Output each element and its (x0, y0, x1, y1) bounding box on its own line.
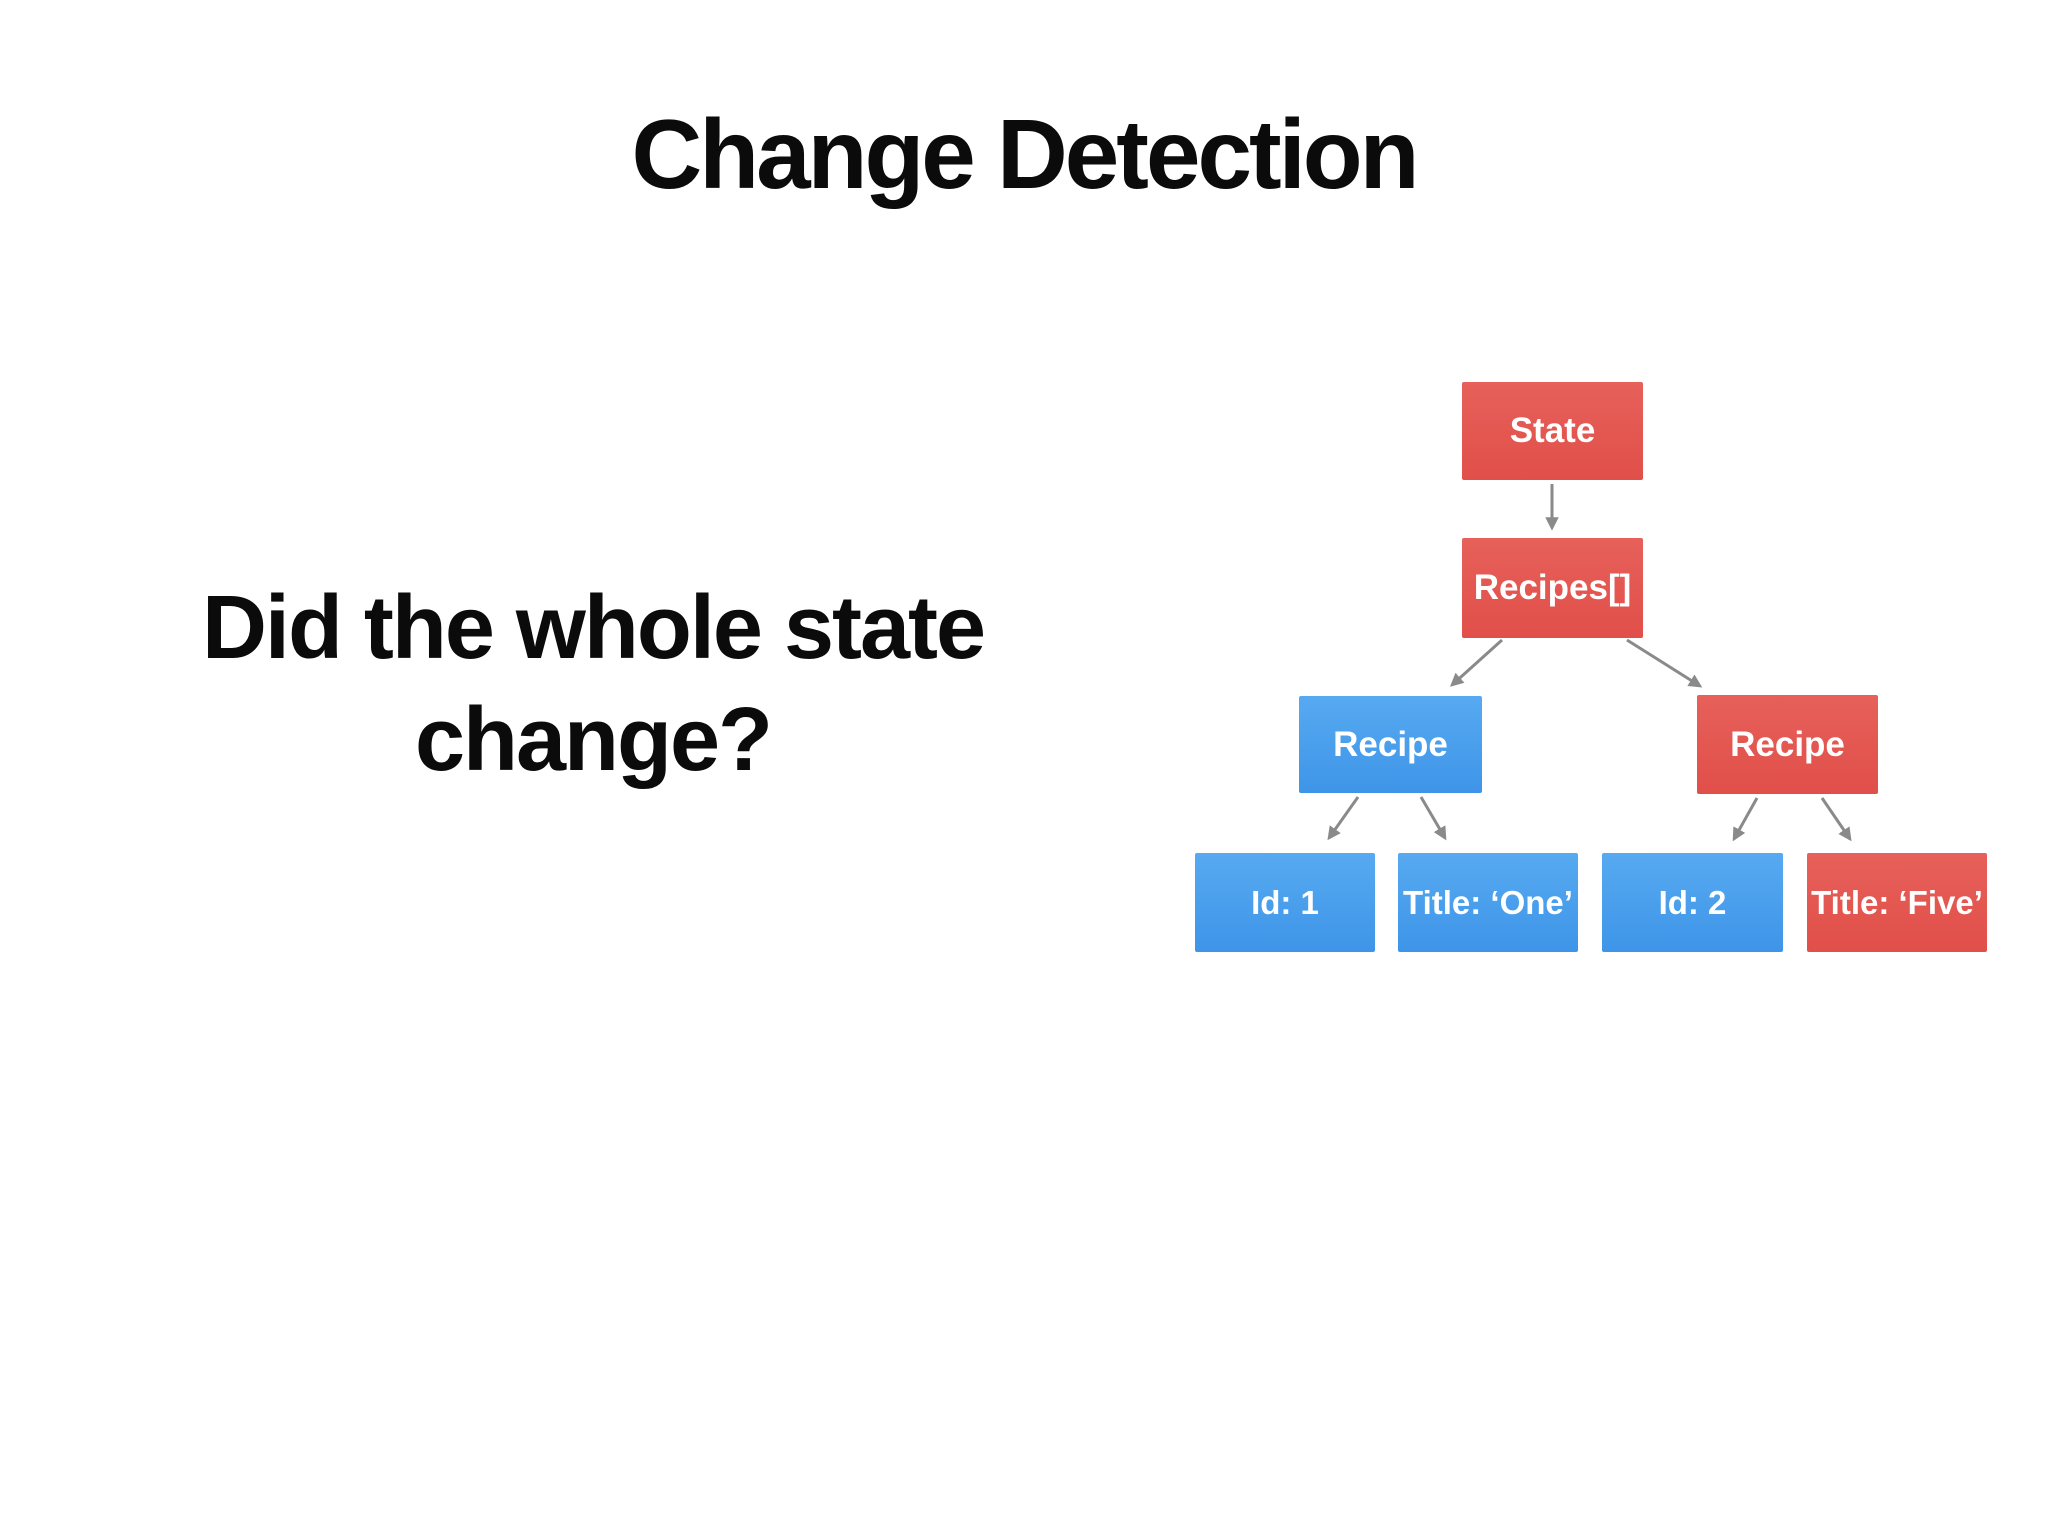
question-line-2: change? (414, 690, 773, 790)
question-text: Did the whole state change? (138, 572, 1048, 796)
node-recipe-right: Recipe (1697, 695, 1878, 794)
node-title-five-label: Title: ‘Five’ (1811, 883, 1983, 921)
node-recipe-left-label: Recipe (1333, 724, 1448, 764)
node-id-1-label: Id: 1 (1251, 883, 1319, 921)
node-state-label: State (1509, 411, 1596, 450)
node-recipe-left: Recipe (1299, 696, 1482, 793)
node-id-2: Id: 2 (1602, 853, 1783, 952)
edge-recipes-to-recipe-right (1626, 638, 1703, 688)
question-line-1: Did the whole state (201, 578, 986, 678)
node-recipes-array: Recipes[] (1462, 538, 1643, 638)
node-title-one-label: Title: ‘One’ (1403, 883, 1573, 921)
node-title-five: Title: ‘Five’ (1807, 853, 1987, 952)
node-id-1: Id: 1 (1195, 853, 1375, 952)
slide-title: Change Detection (631, 99, 1419, 209)
node-title-one: Title: ‘One’ (1398, 853, 1578, 952)
edge-recipe-right-to-title-five (1820, 797, 1852, 842)
edge-recipe-left-to-title-one (1419, 796, 1447, 841)
node-state: State (1462, 382, 1643, 480)
edge-recipe-right-to-id-2 (1732, 797, 1759, 842)
node-id-2-label: Id: 2 (1658, 883, 1727, 921)
node-recipes-array-label: Recipes[] (1473, 568, 1632, 607)
edge-recipes-to-recipe-left (1449, 638, 1504, 687)
node-recipe-right-label: Recipe (1730, 724, 1845, 764)
edge-recipe-left-to-id-1 (1327, 796, 1360, 841)
